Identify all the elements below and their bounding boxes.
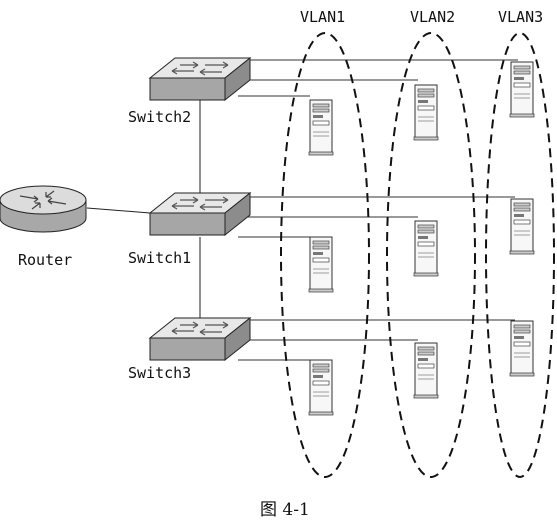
router-icon: [0, 185, 87, 233]
router-label: Router: [18, 251, 72, 269]
vlan2-label: VLAN2: [410, 8, 455, 26]
vlan3-label: VLAN3: [498, 8, 543, 26]
hosts: [308, 61, 535, 416]
switch-icon: [149, 57, 251, 101]
router: Router: [0, 185, 87, 269]
switch1: Switch1: [128, 192, 251, 267]
host-links: [238, 59, 518, 361]
tower-pc-icon: [509, 198, 535, 255]
switch2-label: Switch2: [128, 108, 191, 126]
tower-pc-icon: [308, 359, 334, 416]
vlan3-boundary: [485, 32, 555, 478]
tower-pc-icon: [413, 342, 439, 399]
switch3: Switch3: [128, 317, 251, 382]
vlan1-label: VLAN1: [300, 8, 345, 26]
switch-icon: [149, 192, 251, 236]
figure-caption: 图 4-1: [260, 500, 310, 520]
tower-pc-icon: [413, 220, 439, 277]
backbone-links: [86, 100, 201, 318]
switch1-label: Switch1: [128, 249, 191, 267]
vlan2-boundary: [386, 32, 476, 478]
tower-pc-icon: [308, 236, 334, 293]
switch-icon: [149, 317, 251, 361]
tower-pc-icon: [509, 320, 535, 377]
vlan-labels: VLAN1 VLAN2 VLAN3: [300, 8, 543, 26]
vlan-groups: [280, 32, 555, 478]
vlan1-boundary: [280, 32, 370, 478]
switch2: Switch2: [128, 57, 251, 126]
switch3-label: Switch3: [128, 364, 191, 382]
link-router-switch1: [86, 207, 151, 214]
tower-pc-icon: [308, 99, 334, 156]
tower-pc-icon: [509, 61, 535, 118]
tower-pc-icon: [413, 84, 439, 141]
